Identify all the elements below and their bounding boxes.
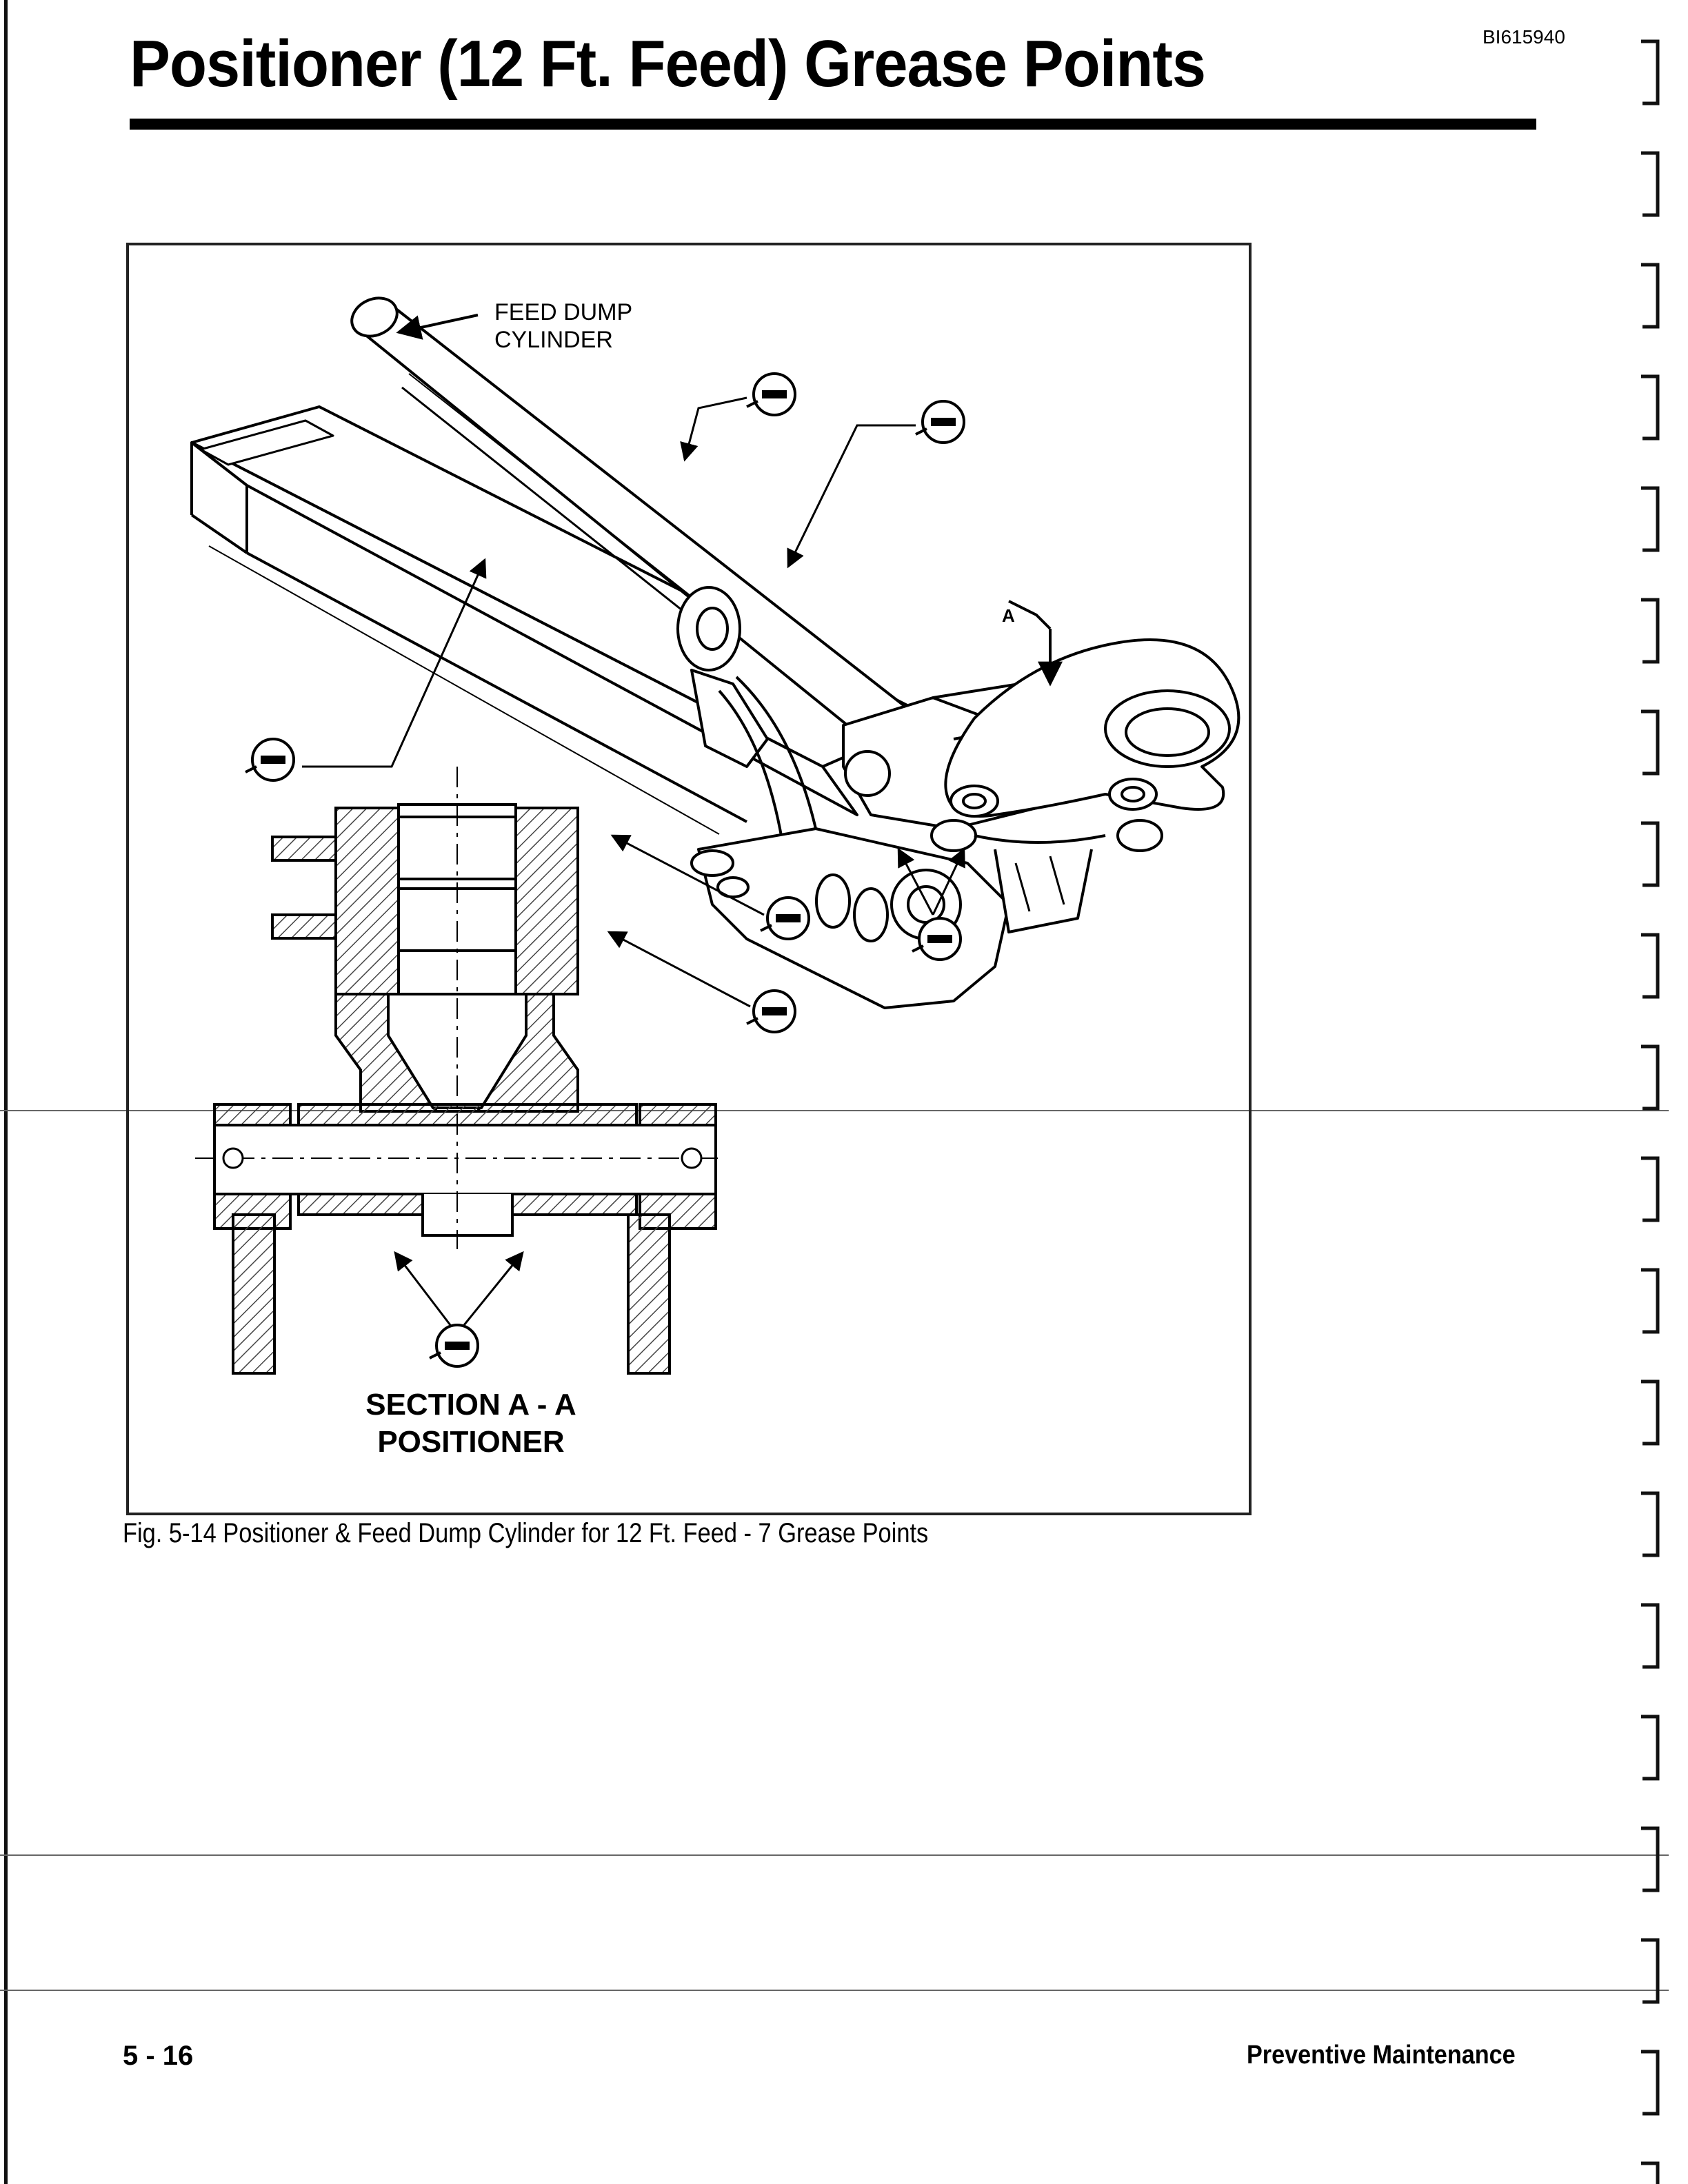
- binding-bracket-icon: [1641, 1603, 1660, 1669]
- left-margin-rule: [4, 0, 8, 2184]
- binding-bracket-icon: [1641, 1156, 1660, 1222]
- binding-bracket-icon: [1641, 821, 1660, 887]
- binding-bracket-icon: [1641, 1938, 1660, 2004]
- view-marker: [1008, 600, 1063, 687]
- binding-bracket-icon: [1641, 374, 1660, 441]
- binding-bracket-icon: [1641, 486, 1660, 552]
- binding-bracket-icon: [1641, 263, 1660, 329]
- grease-fitting-icon: [745, 372, 796, 416]
- binding-bracket-icon: [1641, 2161, 1660, 2184]
- binding-bracket-icon: [1641, 1491, 1660, 1557]
- section-label-1: SECTION A - A: [365, 1388, 576, 1422]
- binding-bracket-icon: [1641, 39, 1660, 2184]
- grease-fitting-icon: [428, 1324, 479, 1368]
- grease-fitting-icon: [914, 400, 965, 444]
- binding-bracket-icon: [1641, 39, 1660, 105]
- grease-fitting-icon: [244, 738, 295, 782]
- page-title: Positioner (12 Ft. Feed) Grease Points: [130, 27, 1206, 101]
- grease-fitting-icon: [745, 989, 796, 1033]
- scan-line: [0, 1110, 1669, 1111]
- feed-boom: [190, 405, 934, 835]
- scan-line: [0, 1990, 1669, 1991]
- binding-bracket-icon: [1641, 598, 1660, 664]
- feed-dump-label-2: CYLINDER: [494, 327, 613, 353]
- binding-bracket-icon: [1641, 1044, 1660, 1111]
- view-marker-label: A: [1002, 605, 1015, 626]
- section-name: Preventive Maintenance: [1247, 2041, 1516, 2070]
- figure-frame: [126, 243, 1252, 1515]
- feed-dump-label-1: FEED DUMP: [494, 299, 632, 325]
- binding-bracket-icon: [1641, 151, 1660, 217]
- scan-line: [0, 1854, 1669, 1856]
- section-a-a: [195, 767, 719, 1375]
- binding-bracket-icon: [1641, 1715, 1660, 1781]
- swivel-head: [930, 638, 1240, 933]
- figure-caption: Fig. 5-14 Positioner & Feed Dump Cylinde…: [123, 1518, 929, 1548]
- binding-bracket-icon: [1641, 1268, 1660, 1334]
- binding-bracket-icon: [1641, 1379, 1660, 1446]
- page-number: 5 - 16: [123, 2041, 194, 2071]
- binding-bracket-icon: [1641, 1826, 1660, 1892]
- section-label-2: POSITIONER: [377, 1425, 564, 1459]
- document-id: BI615940: [1483, 26, 1565, 48]
- positioner-body: [690, 827, 1010, 1009]
- title-underline: [130, 119, 1536, 130]
- binding-bracket-icon: [1641, 2050, 1660, 2116]
- positioner-diagram: FEED DUMP CYLINDER A: [190, 296, 1240, 1459]
- binding-bracket-icon: [1641, 709, 1660, 776]
- binding-bracket-icon: [1641, 933, 1660, 999]
